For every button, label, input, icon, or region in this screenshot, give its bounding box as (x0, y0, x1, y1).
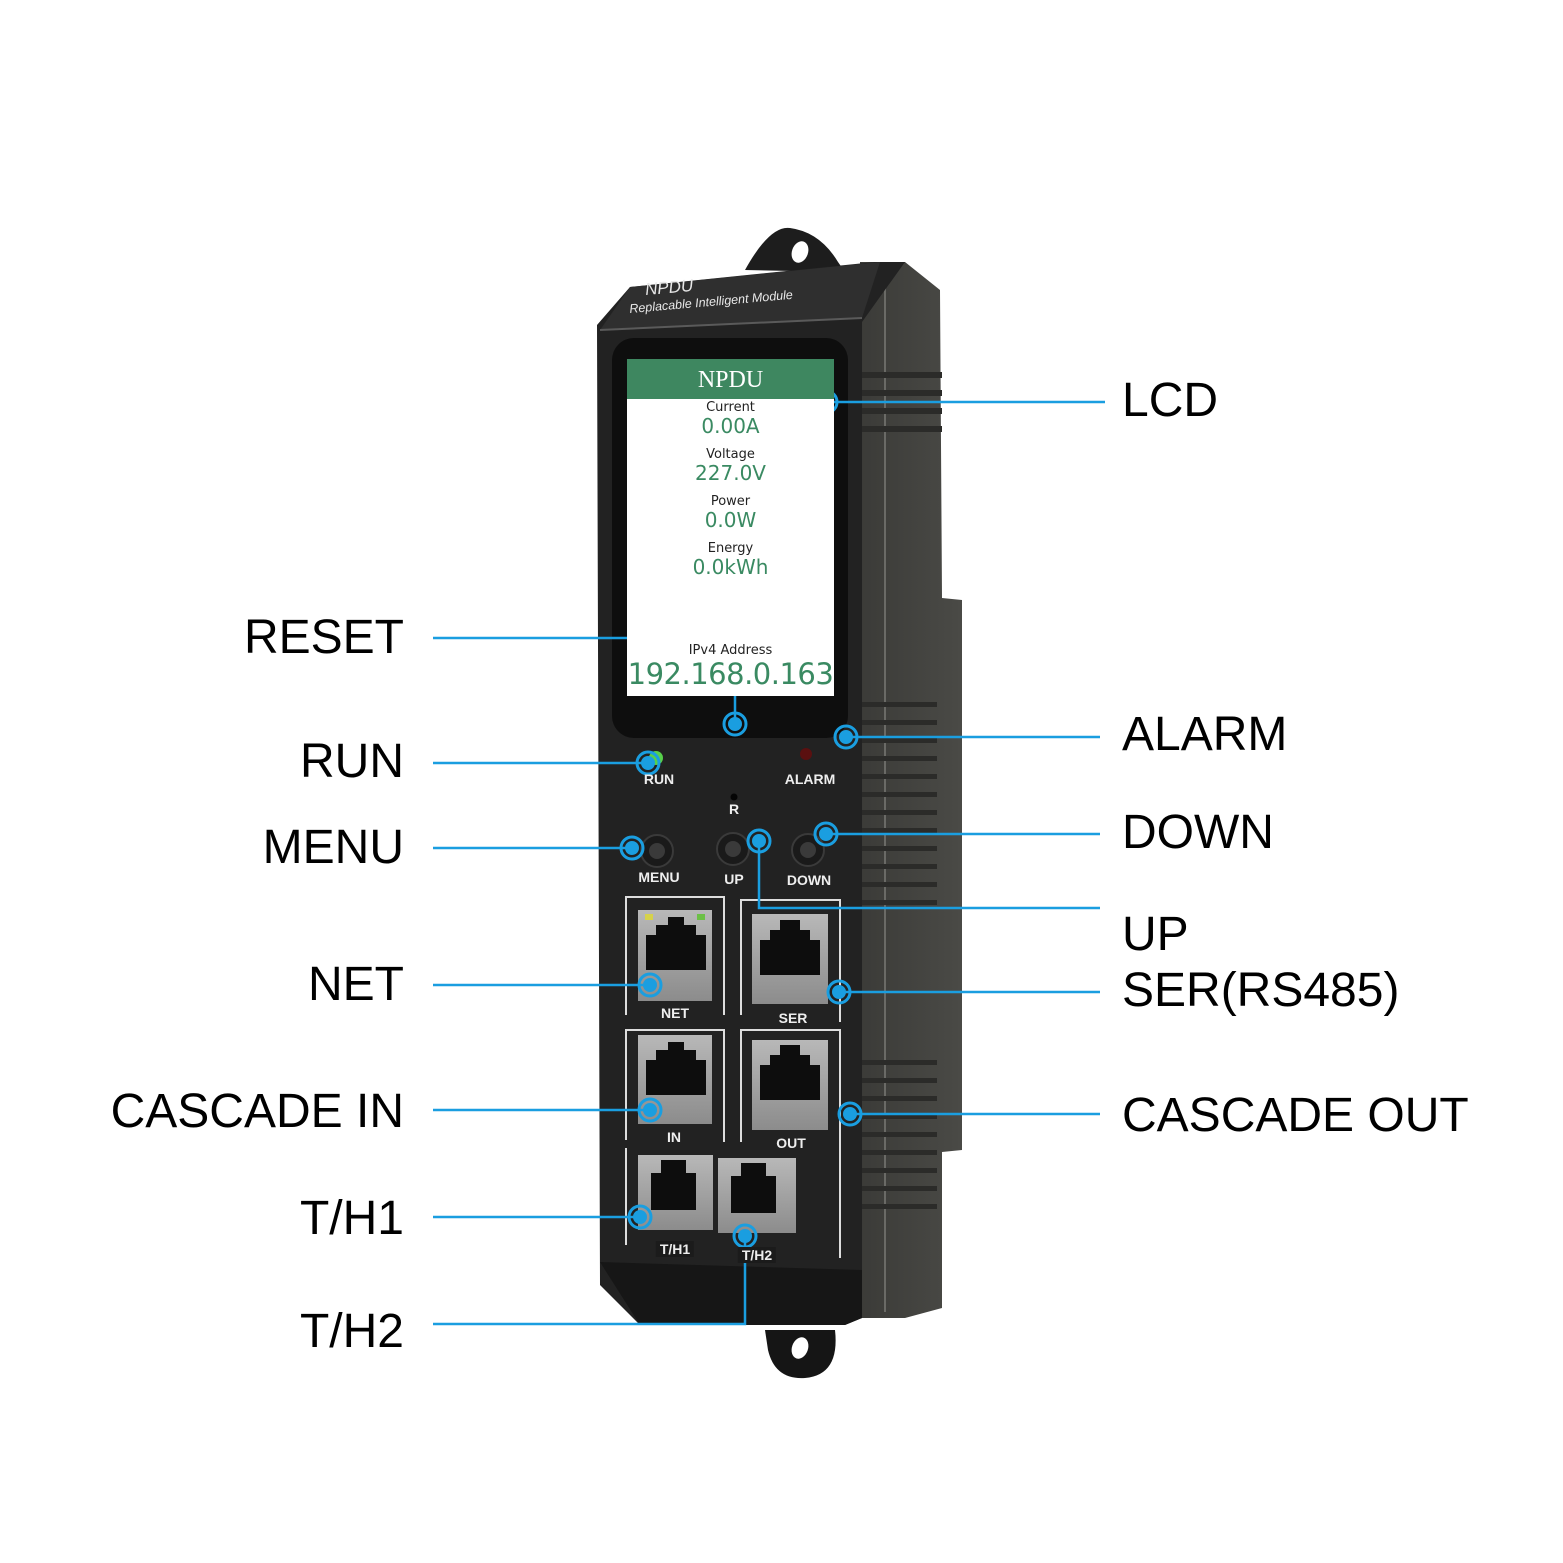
lcd-reading-label: Current (706, 400, 755, 415)
bottom-mounting-ear (765, 1330, 836, 1379)
reset-pinhole-icon (730, 793, 738, 801)
callout-menu: MENU (262, 821, 404, 874)
callout-alarm: ALARM (1122, 708, 1288, 761)
marker-alarm-icon (833, 724, 859, 750)
marker-up-icon (746, 828, 772, 854)
marker-reset-icon (722, 711, 748, 737)
callout-run: RUN (300, 735, 404, 788)
marker-cascade-out-icon (837, 1101, 863, 1127)
marker-cascade-in-icon (637, 1097, 663, 1123)
marker-run-icon (635, 750, 661, 776)
callout-down: DOWN (1122, 806, 1274, 859)
leader-th2 (433, 1236, 747, 1326)
callout-net: NET (308, 958, 404, 1011)
panel-label-th1: T/H1 (655, 1241, 695, 1257)
lcd-reading-label: Energy (707, 541, 754, 556)
callout-cascade-in: CASCADE IN (110, 1085, 404, 1138)
lcd-reading-voltage: Voltage 227.0V (627, 447, 834, 484)
alarm-led-icon (800, 748, 812, 760)
lcd-reading-value: 0.00A (701, 414, 760, 438)
callout-th2: T/H2 (299, 1305, 404, 1358)
lcd-reading-value: 227.0V (695, 461, 766, 485)
lcd-reading-power: Power 0.0W (627, 494, 834, 531)
cascade-out-port[interactable] (752, 1040, 828, 1130)
side-housing (860, 262, 962, 1318)
menu-button[interactable] (640, 834, 674, 868)
port-group-outlines (625, 896, 841, 1258)
panel-label-th2: T/H2 (737, 1247, 777, 1263)
callout-cascade-out: CASCADE OUT (1122, 1089, 1469, 1142)
lcd-reading-value: 0.0kWh (692, 555, 769, 579)
panel-label-reset: R (728, 801, 740, 817)
leader-up (757, 841, 1100, 910)
ser-port[interactable] (752, 914, 828, 1004)
marker-menu-icon (619, 835, 645, 861)
th1-port[interactable] (638, 1155, 713, 1230)
top-mounting-ear (745, 227, 845, 272)
lcd-reading-energy: Energy 0.0kWh (627, 541, 834, 578)
panel-label-ser: SER (774, 1010, 812, 1026)
panel-label-run: RUN (643, 771, 675, 787)
callout-ser: SER(RS485) (1122, 964, 1400, 1017)
panel-label-menu: MENU (638, 869, 680, 885)
panel-label-alarm: ALARM (784, 771, 836, 787)
callout-reset: RESET (243, 611, 404, 664)
down-button[interactable] (791, 833, 825, 867)
callout-up: UP (1122, 908, 1189, 961)
marker-net-icon (637, 972, 663, 998)
panel-label-in: IN (663, 1129, 685, 1145)
lcd-ip-label: IPv4 Address (688, 643, 773, 658)
lcd-reading-label: Power (710, 494, 751, 509)
lcd-ip-value: 192.168.0.163 (627, 657, 834, 691)
marker-ser-icon (826, 979, 852, 1005)
lcd-reading-label: Voltage (706, 447, 755, 462)
marker-th1-icon (627, 1204, 653, 1230)
lcd-screen: NPDU Current 0.00A Voltage 227.0V Power … (627, 359, 834, 696)
lcd-header: NPDU (627, 359, 834, 399)
lcd-reading-current: Current 0.00A (627, 400, 834, 437)
th2-port[interactable] (718, 1158, 796, 1233)
lcd-reading-value: 0.0W (704, 508, 757, 532)
panel-label-up: UP (724, 871, 744, 887)
callout-markers (619, 389, 863, 1249)
panel-label-out: OUT (772, 1135, 810, 1151)
marker-down-icon (813, 821, 839, 847)
panel-label-down: DOWN (786, 872, 832, 888)
panel-label-net: NET (657, 1005, 693, 1021)
callout-lcd: LCD (1122, 374, 1219, 427)
up-button[interactable] (716, 832, 750, 866)
callout-th1: T/H1 (299, 1192, 404, 1245)
